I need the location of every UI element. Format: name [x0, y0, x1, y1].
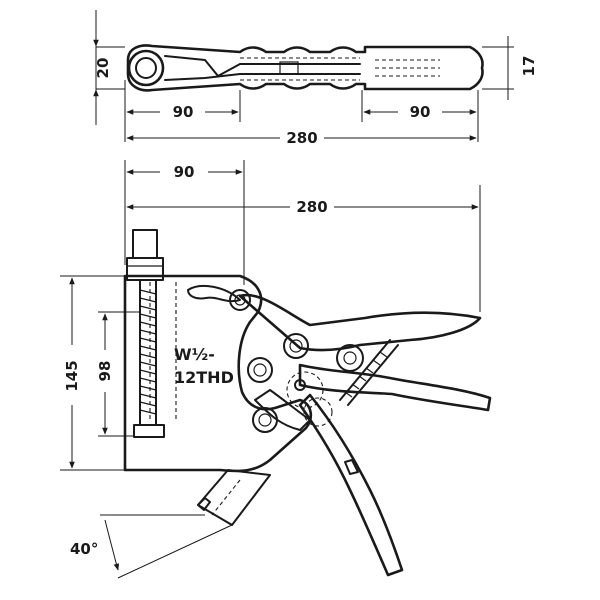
- pivot-hole: [343, 351, 357, 365]
- pivot: [229, 289, 251, 311]
- frame-slot: [187, 284, 241, 303]
- link-arm: [254, 389, 311, 431]
- top-view: 20 17 90 90 280: [93, 10, 538, 147]
- pivot-hole: [253, 363, 267, 377]
- top-view-rivet: [279, 61, 299, 75]
- pivot: [252, 407, 278, 433]
- dim-label-height-145: 145: [63, 360, 81, 391]
- top-view-inner-line-2: [164, 73, 361, 81]
- threaded-rod: [139, 279, 157, 426]
- top-view-ring: [127, 49, 165, 87]
- angle-label: 40°: [70, 540, 98, 558]
- thread-label-line2: 12THD: [174, 368, 234, 387]
- bolt-head: [132, 229, 158, 259]
- dim-label-right-length: 90: [410, 103, 431, 121]
- pivot: [247, 357, 273, 383]
- bolt-nut: [126, 257, 164, 281]
- thread-label-line1: W½-: [174, 345, 215, 364]
- pivot: [336, 344, 364, 372]
- dim-label-height-left: 20: [94, 58, 112, 79]
- dim-label-overall-length-top: 280: [286, 129, 317, 147]
- dim-label-height-98: 98: [96, 361, 114, 382]
- pivot-hole: [289, 339, 303, 353]
- mount-hidden-line: [211, 479, 241, 516]
- pivot-hidden: [286, 371, 324, 409]
- pivot-small: [294, 379, 306, 391]
- adjuster-screw: [339, 339, 399, 406]
- dim-label-height-right: 17: [520, 56, 538, 77]
- dim-label-side-280: 280: [296, 198, 327, 216]
- release-lever: [298, 393, 404, 577]
- dim-label-left-length: 90: [173, 103, 194, 121]
- mount-tab: [197, 497, 211, 511]
- pivot-hidden-2: [303, 397, 333, 427]
- lever-tab: [344, 459, 359, 475]
- top-view-handle-outline: [126, 44, 484, 92]
- upper-handle: [238, 293, 482, 352]
- clamp-frame: [123, 274, 313, 473]
- pivot-hole: [234, 294, 246, 306]
- angle-line: [117, 524, 233, 579]
- pivot: [283, 333, 309, 359]
- dim-label-side-90: 90: [174, 163, 195, 181]
- mounting-bar: [197, 469, 271, 526]
- pivot-hole: [258, 413, 272, 427]
- spindle-pad: [133, 424, 165, 438]
- side-view: 90 280 145 98: [60, 160, 492, 579]
- angle-arc: [104, 519, 120, 571]
- top-view-ring-hole: [135, 57, 157, 79]
